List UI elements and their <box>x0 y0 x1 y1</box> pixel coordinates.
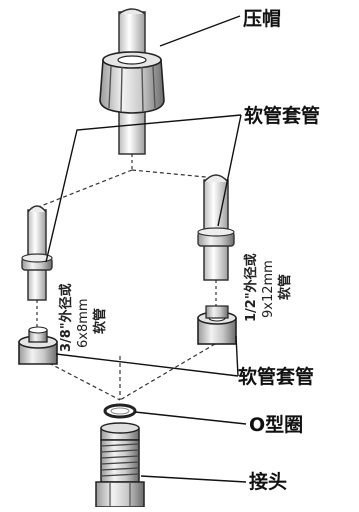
tubing-left-line1: 3/8"外径或 <box>58 283 74 352</box>
label-connector: 接头 <box>249 471 287 493</box>
tubing-left-line3: 软管 <box>92 308 108 334</box>
leader-insert-top-left <box>45 114 242 263</box>
label-tube-insert-bottom: 软管套管 <box>238 365 314 388</box>
connector-part <box>95 422 145 508</box>
left-ferrule <box>18 326 58 365</box>
tubing-right-line1: 1/2"外径或 <box>243 253 259 322</box>
tubing-right-line2: 9x12mm <box>261 260 276 318</box>
alignment-lines <box>35 169 217 401</box>
left-tube <box>21 205 53 330</box>
leader-lines <box>45 15 247 483</box>
label-cap-nut: 压帽 <box>243 7 281 30</box>
tubing-spec-left: 3/8"外径或 6x8mm 软管 <box>58 283 108 352</box>
leader-o-ring <box>134 411 247 425</box>
right-ferrule <box>197 305 237 345</box>
tubing-spec-right: 1/2"外径或 9x12mm 软管 <box>243 253 293 322</box>
right-tube <box>197 174 235 312</box>
label-o-ring: O型圈 <box>249 413 303 436</box>
o-ring-part <box>103 403 137 419</box>
tubing-left-line2: 6x8mm <box>76 298 91 348</box>
label-tube-insert-top: 软管套管 <box>244 104 320 127</box>
leader-connector <box>140 475 247 483</box>
leader-cap-nut <box>159 15 241 47</box>
leader-insert-bottom-left <box>55 353 239 377</box>
cap-nut-part <box>99 51 165 114</box>
leader-insert-top-right <box>217 114 242 227</box>
tubing-right-line3: 软管 <box>277 274 293 300</box>
leader-insert-bottom-right <box>235 335 239 377</box>
